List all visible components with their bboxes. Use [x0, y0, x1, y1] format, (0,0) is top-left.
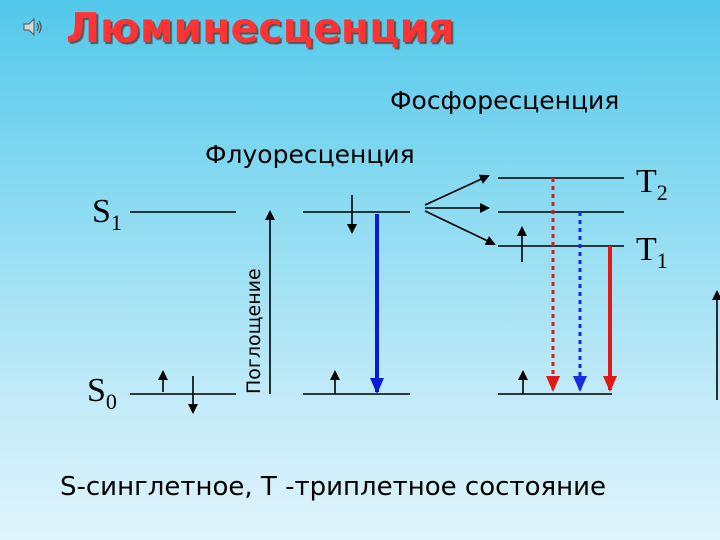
t2-level-label: T2	[636, 163, 668, 205]
isc-arrow-up	[424, 174, 490, 206]
s0-subscript: 0	[105, 389, 117, 414]
s0-letter: S	[87, 372, 106, 409]
slide-title: Люминесценция	[66, 4, 455, 52]
phosphorescence-label: Фосфоресценция	[390, 86, 620, 115]
s1-subscript: 1	[110, 210, 122, 235]
speaker-icon[interactable]	[22, 16, 44, 38]
s1-level-label: S1	[92, 193, 122, 235]
t2-subscript: 2	[656, 180, 668, 205]
t1-letter: T	[636, 231, 657, 268]
caption: S-синглетное, Т -триплетное состояние	[60, 472, 607, 502]
s1-letter: S	[92, 193, 111, 230]
isc-arrow-down	[424, 210, 496, 246]
s0-level-label: S0	[87, 372, 117, 414]
t2-letter: T	[636, 163, 657, 200]
t1-subscript: 1	[656, 248, 668, 273]
t1-level-label: T1	[636, 231, 668, 273]
fluorescence-label: Флуоресценция	[205, 140, 415, 169]
